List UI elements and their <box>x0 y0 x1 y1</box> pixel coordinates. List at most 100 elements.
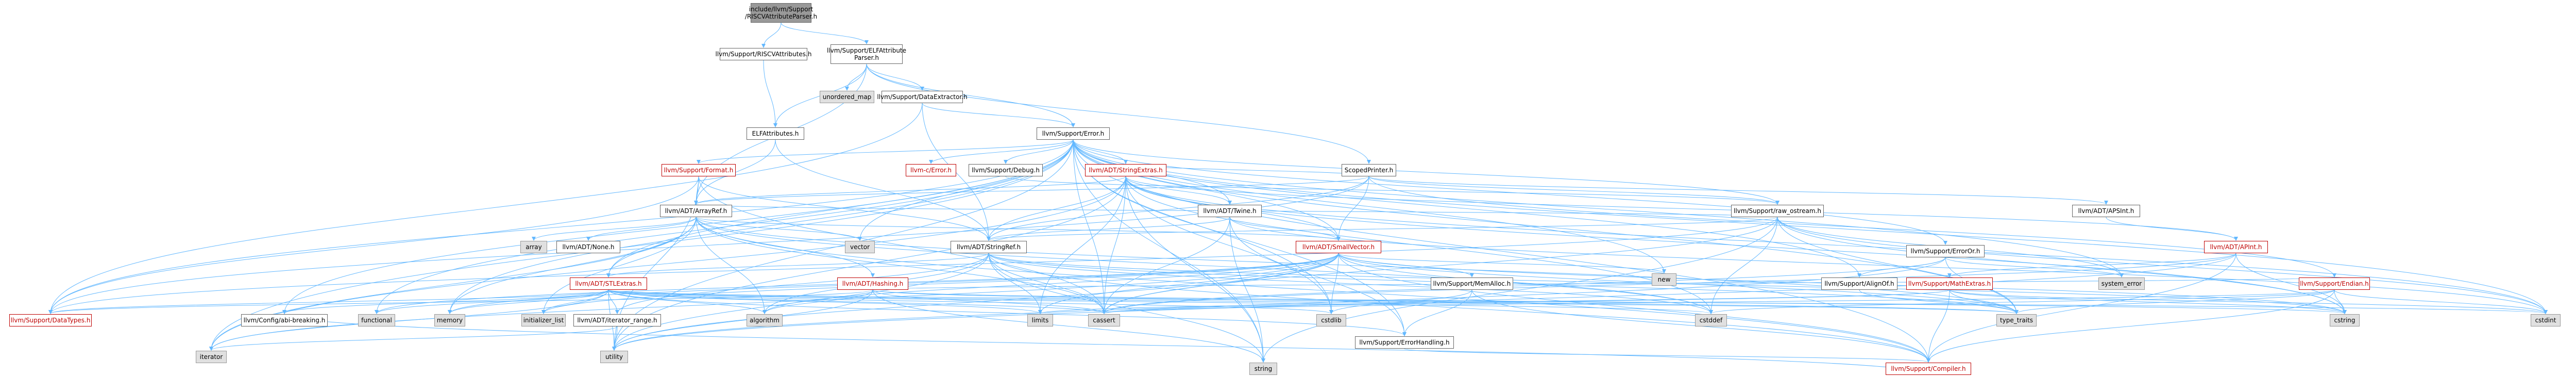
edge-string_ref-to-stl_extras <box>606 253 989 277</box>
edge-stl_extras-to-memory <box>448 289 609 314</box>
edge-string_extras-to-array_ref <box>694 176 1126 205</box>
node-memory[interactable]: memory <box>434 314 465 326</box>
node-label: ScopedPrinter.h <box>1344 167 1394 174</box>
node-utility[interactable]: utility <box>600 351 628 363</box>
node-label: llvm/Support/raw_ostream.h <box>1734 207 1821 215</box>
node-apint[interactable]: llvm/ADT/APInt.h <box>2204 241 2268 253</box>
node-align-of[interactable]: llvm/Support/AlignOf.h <box>1821 277 1897 290</box>
node-system-error[interactable]: system_error <box>2098 277 2145 290</box>
node-small-vector[interactable]: llvm/ADT/SmallVector.h <box>1296 241 1381 253</box>
edge-error-to-debug <box>1004 139 1074 164</box>
node-array-ref[interactable]: llvm/ADT/ArrayRef.h <box>660 205 732 217</box>
node-cstdlib[interactable]: cstdlib <box>1316 314 1346 326</box>
node-unordered-map[interactable]: unordered_map <box>820 91 874 103</box>
edge-scoped_printer-to-raw_ostream <box>1368 176 1780 205</box>
edge-small_vector-to-new <box>1338 253 1666 273</box>
edge-small_vector-to-utility <box>612 253 1339 351</box>
node-label: new <box>1657 276 1671 283</box>
edge-scoped_printer-to-apsint <box>1368 176 2108 205</box>
edge-raw_ostream-to-cstring <box>1777 217 2347 314</box>
node-support-debug[interactable]: llvm/Support/Debug.h <box>969 164 1043 176</box>
node-label: llvm/Support/AlignOf.h <box>1824 280 1894 287</box>
node-label: llvm/ADT/APInt.h <box>2210 243 2262 251</box>
node-mem-alloc[interactable]: llvm/Support/MemAlloc.h <box>1431 277 1513 290</box>
node-math-extras[interactable]: llvm/Support/MathExtras.h <box>1906 277 1993 290</box>
node-error-or[interactable]: llvm/Support/ErrorOr.h <box>1906 245 1985 257</box>
node-label: llvm/ADT/StringRef.h <box>956 243 1021 251</box>
edge-hashing-to-algorithm <box>762 289 873 314</box>
edge-raw_ostream-to-cassert <box>1102 217 1778 314</box>
node-type-traits[interactable]: type_traits <box>1996 314 2037 326</box>
node-algorithm[interactable]: algorithm <box>747 314 783 326</box>
node-elf-attributes[interactable]: ELFAttributes.h <box>747 127 804 140</box>
node-cstring[interactable]: cstring <box>2330 314 2360 326</box>
edge-error-to-vector <box>858 139 1074 241</box>
node-string-ref[interactable]: llvm/ADT/StringRef.h <box>951 241 1027 253</box>
edge-hashing-to-cstring <box>872 289 2347 314</box>
node-cassert[interactable]: cassert <box>1088 314 1120 326</box>
node-config-abi-breaking[interactable]: llvm/Config/abi-breaking.h <box>241 314 328 326</box>
node-label: cstddef <box>1699 317 1723 324</box>
node-error-handling[interactable]: llvm/Support/ErrorHandling.h <box>1355 336 1454 349</box>
node-label: functional <box>361 317 392 324</box>
edge-stl_extras-to-data_types <box>48 289 609 314</box>
edge-error_handling-to-compiler <box>1404 348 1930 363</box>
node-riscv-attributes[interactable]: llvm/Support/RISCVAttributes.h <box>716 48 811 60</box>
edge-math_extras-to-limits <box>1038 289 1950 314</box>
node-scoped-printer[interactable]: ScopedPrinter.h <box>1342 164 1396 176</box>
node-label: initializer_list <box>523 317 564 324</box>
node-cstddef[interactable]: cstddef <box>1695 314 1727 326</box>
node-cstdint[interactable]: cstdint <box>2531 314 2561 326</box>
edge-stl_extras-to-cassert <box>608 289 1106 314</box>
node-stl-extras[interactable]: llvm/ADT/STLExtras.h <box>570 277 647 290</box>
node-compiler[interactable]: llvm/Support/Compiler.h <box>1886 363 1971 375</box>
node-data-types[interactable]: llvm/Support/DataTypes.h <box>9 314 92 326</box>
node-c-error[interactable]: llvm-c/Error.h <box>906 164 956 176</box>
edge-elf_parser-to-data_extractor <box>866 63 924 91</box>
node-new[interactable]: new <box>1652 273 1676 286</box>
node-label: llvm/ADT/ArrayRef.h <box>665 207 727 215</box>
edge-data_extractor-to-error <box>922 103 1075 127</box>
node-support-error[interactable]: llvm/Support/Error.h <box>1037 127 1110 140</box>
edge-stl_extras-to-type_traits <box>608 289 2019 314</box>
node-data-extractor[interactable]: llvm/Support/DataExtractor.h <box>877 91 968 103</box>
edge-error_or-to-utility <box>612 257 1946 351</box>
node-twine[interactable]: llvm/ADT/Twine.h <box>1198 205 1262 217</box>
node-string[interactable]: string <box>1249 363 1277 375</box>
edge-elf_attrs-to-string_ref <box>775 139 991 241</box>
edge-string_ref-to-iterator_range <box>615 253 989 314</box>
node-apsint[interactable]: llvm/ADT/APSInt.h <box>2072 205 2140 217</box>
node-string-extras[interactable]: llvm/ADT/StringExtras.h <box>1085 164 1166 176</box>
node-label: string <box>1254 365 1273 372</box>
edge-endian-to-cstdint <box>2334 289 2548 314</box>
node-endian[interactable]: llvm/Support/Endian.h <box>2299 277 2370 290</box>
node-support-format[interactable]: llvm/Support/Format.h <box>662 164 736 176</box>
edge-format-to-string_ref <box>698 176 991 241</box>
node-initializer-list[interactable]: initializer_list <box>521 314 566 326</box>
edge-apint-to-math_extras <box>1947 253 2236 277</box>
edge-root-to-elf_parser <box>781 22 869 44</box>
edge-string_extras-to-string <box>1125 176 1265 363</box>
node-functional[interactable]: functional <box>358 314 395 326</box>
node-raw-ostream[interactable]: llvm/Support/raw_ostream.h <box>1731 205 1824 217</box>
edge-raw_ostream-to-cstddef <box>1709 217 1778 314</box>
edge-hashing-to-type_traits <box>872 289 2019 314</box>
node-iterator[interactable]: iterator <box>196 351 227 363</box>
node-label: ELFAttributes.h <box>752 130 799 137</box>
node-limits[interactable]: limits <box>1027 314 1053 326</box>
node-iterator-range[interactable]: llvm/ADT/iterator_range.h <box>573 314 661 326</box>
edge-small_vector-to-mem_alloc <box>1338 253 1474 277</box>
edge-iterator_range-to-iterator <box>209 326 618 351</box>
node-array[interactable]: array <box>520 241 547 253</box>
node-hashing[interactable]: llvm/ADT/Hashing.h <box>837 277 908 290</box>
node-none[interactable]: llvm/ADT/None.h <box>556 241 620 253</box>
edge-string_ref-to-string <box>988 253 1265 363</box>
edge-endian-to-cstddef <box>1709 289 2335 314</box>
edge-apint-to-compiler <box>1926 253 2236 363</box>
edge-error-to-c_error <box>929 139 1074 164</box>
edge-error-to-string_extras <box>1073 139 1128 164</box>
node-vector[interactable]: vector <box>845 241 875 253</box>
node-label: llvm/Support/Endian.h <box>2300 280 2369 287</box>
node-label: system_error <box>2101 280 2142 287</box>
node-elf-attribute-parser[interactable]: llvm/Support/ELFAttribute Parser.h <box>827 44 906 64</box>
